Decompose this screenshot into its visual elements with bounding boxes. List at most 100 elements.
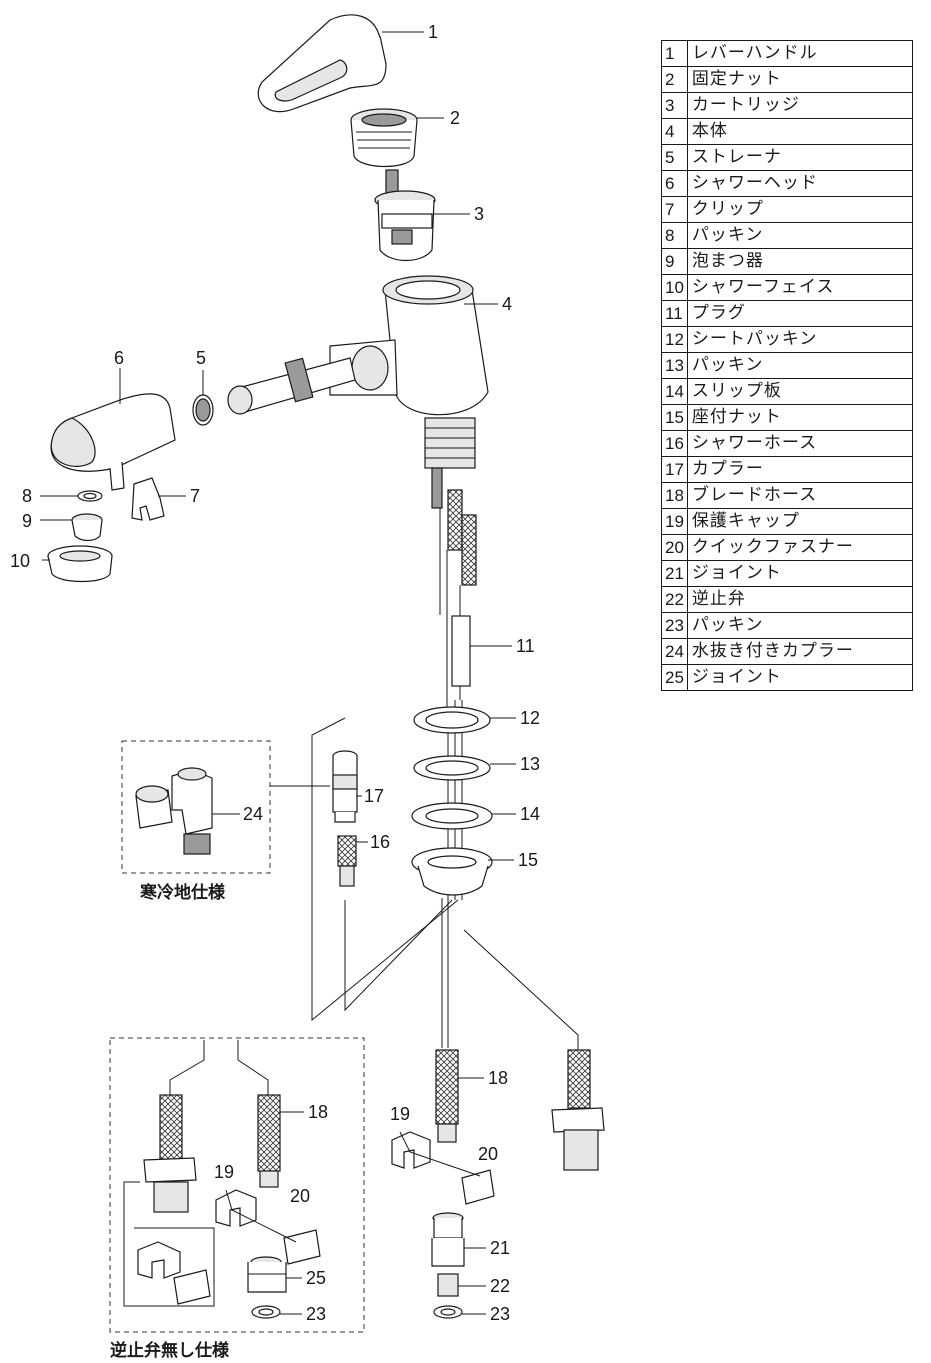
faucet-body-part (329, 275, 489, 469)
protect-cap-left-part (215, 1189, 257, 1227)
part-name: パッキン (686, 352, 913, 379)
no-check-valve-box (109, 1037, 365, 1333)
callout-11: 11 (516, 636, 535, 656)
part-name: クリップ (686, 196, 913, 223)
callout-6: 6 (114, 348, 124, 368)
callout-16: 16 (370, 832, 390, 852)
shower-hose-part (337, 835, 357, 887)
callout-13: 13 (520, 754, 540, 774)
seat-nut-part (411, 847, 493, 896)
part-number: 14 (661, 378, 688, 405)
shower-head-part (50, 393, 176, 491)
callout-10: 10 (10, 551, 30, 571)
callout-3: 3 (474, 204, 484, 224)
callout-18-left: 18 (308, 1102, 328, 1122)
part-number: 9 (661, 248, 688, 275)
part-number: 10 (661, 274, 688, 301)
callout-14: 14 (520, 804, 540, 824)
part-number: 4 (661, 118, 688, 145)
part-number: 5 (661, 144, 688, 171)
part-name: プラグ (686, 300, 913, 327)
callout-2: 2 (450, 108, 460, 128)
part-name: 本体 (686, 118, 913, 145)
callout-7: 7 (190, 486, 200, 506)
hose-routing-lines (311, 717, 579, 1050)
packing-23-center-part (433, 1305, 463, 1319)
caption-cold-region: 寒冷地仕様 (140, 882, 226, 903)
part-name: 泡まつ器 (686, 248, 913, 275)
callout-23-center: 23 (490, 1304, 510, 1324)
part-name: 保護キャップ (686, 508, 913, 535)
part-number: 23 (661, 612, 688, 639)
joint-center-part (431, 1212, 465, 1267)
part-name: 水抜き付きカプラー (686, 638, 913, 665)
part-name: シャワーフェイス (686, 274, 913, 301)
callout-20-center: 20 (478, 1144, 498, 1164)
callout-20-left: 20 (290, 1186, 310, 1206)
callout-24: 24 (243, 804, 263, 824)
part-number: 21 (661, 560, 688, 587)
callout-17: 17 (364, 786, 384, 806)
hose-bundle (431, 467, 477, 900)
part-name: ジョイント (686, 560, 913, 587)
part-name: 座付ナット (686, 404, 913, 431)
packing-23-left-part (251, 1305, 281, 1319)
part-name: ストレーナ (686, 144, 913, 171)
part-name: スリップ板 (686, 378, 913, 405)
part-name: ジョイント (686, 664, 913, 691)
part-name: カプラー (686, 456, 913, 483)
check-valve-part (437, 1273, 459, 1297)
part-number: 7 (661, 196, 688, 223)
part-name: 逆止弁 (686, 586, 913, 613)
part-number: 19 (661, 508, 688, 535)
part-name: シャワーヘッド (686, 170, 913, 197)
part-number: 24 (661, 638, 688, 665)
protect-cap-center-part (391, 1131, 431, 1169)
cartridge-part (374, 169, 436, 261)
part-name: クイックファスナー (686, 534, 913, 561)
braided-hose-right-part (551, 1049, 605, 1171)
coupler-part (332, 750, 358, 823)
callout-labels: 1 2 3 4 5 6 7 8 9 10 11 12 13 14 15 16 1… (10, 22, 540, 1324)
part-number: 3 (661, 92, 688, 119)
fixing-nut-part (350, 108, 418, 167)
part-name: ブレードホース (686, 482, 913, 509)
callout-22: 22 (490, 1276, 510, 1296)
packing-13-part (413, 755, 491, 781)
quick-fastener-center-part (461, 1169, 495, 1205)
seat-packing-part (413, 706, 491, 734)
strainer-part (192, 394, 214, 426)
part-name: 固定ナット (686, 66, 913, 93)
part-number: 11 (661, 300, 688, 327)
part-name: シートパッキン (686, 326, 913, 353)
part-number: 16 (661, 430, 688, 457)
callout-19-left: 19 (214, 1162, 234, 1182)
braided-hose-left-part (143, 1094, 197, 1213)
packing-part (77, 490, 103, 502)
part-number: 20 (661, 534, 688, 561)
part-name: カートリッジ (686, 92, 913, 119)
callout-12: 12 (520, 708, 540, 728)
callout-5: 5 (196, 348, 206, 368)
joint-25-part (247, 1256, 287, 1293)
part-number: 25 (661, 664, 688, 691)
clip-inset-part (137, 1241, 211, 1305)
part-number: 2 (661, 66, 688, 93)
callout-19-center: 19 (390, 1104, 410, 1124)
